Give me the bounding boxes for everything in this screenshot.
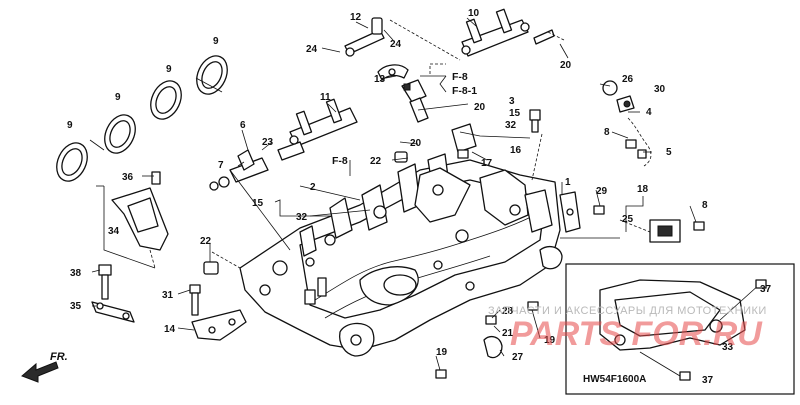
collar-22-upper: [394, 151, 408, 163]
harness-5: [625, 117, 652, 167]
callout-15a: 15: [509, 108, 521, 119]
callout-13: 13: [374, 74, 386, 85]
callout-30: 30: [654, 84, 666, 95]
callout-23: 23: [262, 137, 274, 148]
callout-4: 4: [646, 107, 652, 118]
callout-33: 33: [722, 342, 734, 353]
callout-19b: 19: [544, 335, 556, 346]
callout-26: 26: [622, 74, 634, 85]
bracket-34: [103, 171, 169, 269]
bracket-14: [191, 309, 247, 341]
intake-manifold: [239, 153, 563, 357]
callout-8a: 8: [604, 127, 610, 138]
o-ring-group: [56, 55, 228, 182]
callout-24b: 24: [390, 39, 402, 50]
callout-15b: 15: [252, 198, 264, 209]
reference-labels: F-8 F-8-1 F-8: [332, 71, 477, 167]
callout-14: 14: [164, 324, 176, 335]
callout-7: 7: [218, 160, 224, 171]
callout-11: 11: [320, 92, 331, 103]
bolt-31: [189, 284, 201, 316]
drawing-code: HW54F1600A: [583, 374, 646, 385]
callout-20a: 20: [560, 60, 572, 71]
injector-assembly: [209, 149, 269, 191]
callout-22b: 22: [200, 236, 212, 247]
callout-27: 27: [512, 352, 524, 363]
callout-3: 3: [509, 96, 515, 107]
callout-35: 35: [70, 301, 82, 312]
callout-labels: 1 2 3 4 5 6 7 8 8 9 9 9 9 10 11 12 13 14…: [67, 8, 772, 386]
callout-6: 6: [240, 120, 246, 131]
callout-12: 12: [350, 12, 362, 23]
callout-38: 38: [70, 268, 82, 279]
callout-25: 25: [622, 214, 634, 225]
watermark-banner: ЗАПЧАСТИ И АКСЕССУАРЫ ДЛЯ МОТОТЕХНИКИ: [488, 305, 767, 317]
pressure-regulator: [401, 79, 429, 123]
callout-19a: 19: [436, 347, 448, 358]
callout-9a: 9: [213, 36, 219, 47]
clip-18: [649, 219, 681, 243]
fuel-rail-upper: [461, 8, 555, 57]
callout-1: 1: [565, 177, 571, 188]
fuel-feed-pipe: [344, 17, 409, 81]
callout-20c: 20: [410, 138, 422, 149]
clamp-27: [483, 335, 503, 359]
bolt-15: [529, 109, 541, 133]
fuel-rail-middle: [277, 98, 358, 161]
sensor-4: [602, 80, 635, 113]
callout-31: 31: [162, 290, 174, 301]
ref-f8-lower: F-8: [332, 155, 348, 167]
callout-37a: 37: [760, 284, 772, 295]
plate-35: [91, 301, 135, 323]
callout-20b: 20: [474, 102, 486, 113]
callout-16: 16: [510, 145, 522, 156]
collar-22-lower: [203, 261, 219, 275]
bracket-1: [559, 191, 581, 233]
callout-37b: 37: [702, 375, 714, 386]
callout-18: 18: [637, 184, 649, 195]
callout-34: 34: [108, 226, 120, 237]
callout-9d: 9: [67, 120, 73, 131]
callout-2: 2: [310, 182, 316, 193]
callout-22a: 22: [370, 156, 382, 167]
callout-17: 17: [481, 158, 493, 169]
front-arrow-icon: [21, 361, 59, 383]
bolt-38: [98, 264, 112, 300]
callout-24a: 24: [306, 44, 318, 55]
ref-f8: F-8: [452, 71, 468, 83]
callout-9b: 9: [166, 64, 172, 75]
callout-8b: 8: [702, 200, 708, 211]
ref-f8-1: F-8-1: [452, 85, 477, 97]
callout-32b: 32: [296, 212, 308, 223]
map-sensor-16: [451, 123, 477, 159]
callout-32a: 32: [505, 120, 517, 131]
callout-5: 5: [666, 147, 672, 158]
callout-29: 29: [596, 186, 608, 197]
callout-28: 28: [502, 306, 514, 317]
front-direction-indicator: FR.: [21, 351, 68, 383]
callout-21: 21: [502, 328, 514, 339]
leader-lines: [89, 17, 697, 371]
front-label: FR.: [50, 351, 68, 363]
watermark-logo: PARTS FOR.RU: [510, 315, 763, 353]
bolts-right: [435, 205, 705, 379]
callout-36: 36: [122, 172, 134, 183]
callout-10: 10: [468, 8, 480, 19]
callout-9c: 9: [115, 92, 121, 103]
inset-panel: [565, 263, 795, 395]
watermark: ЗАПЧАСТИ И АКСЕССУАРЫ ДЛЯ МОТОТЕХНИКИ PA…: [488, 305, 767, 353]
